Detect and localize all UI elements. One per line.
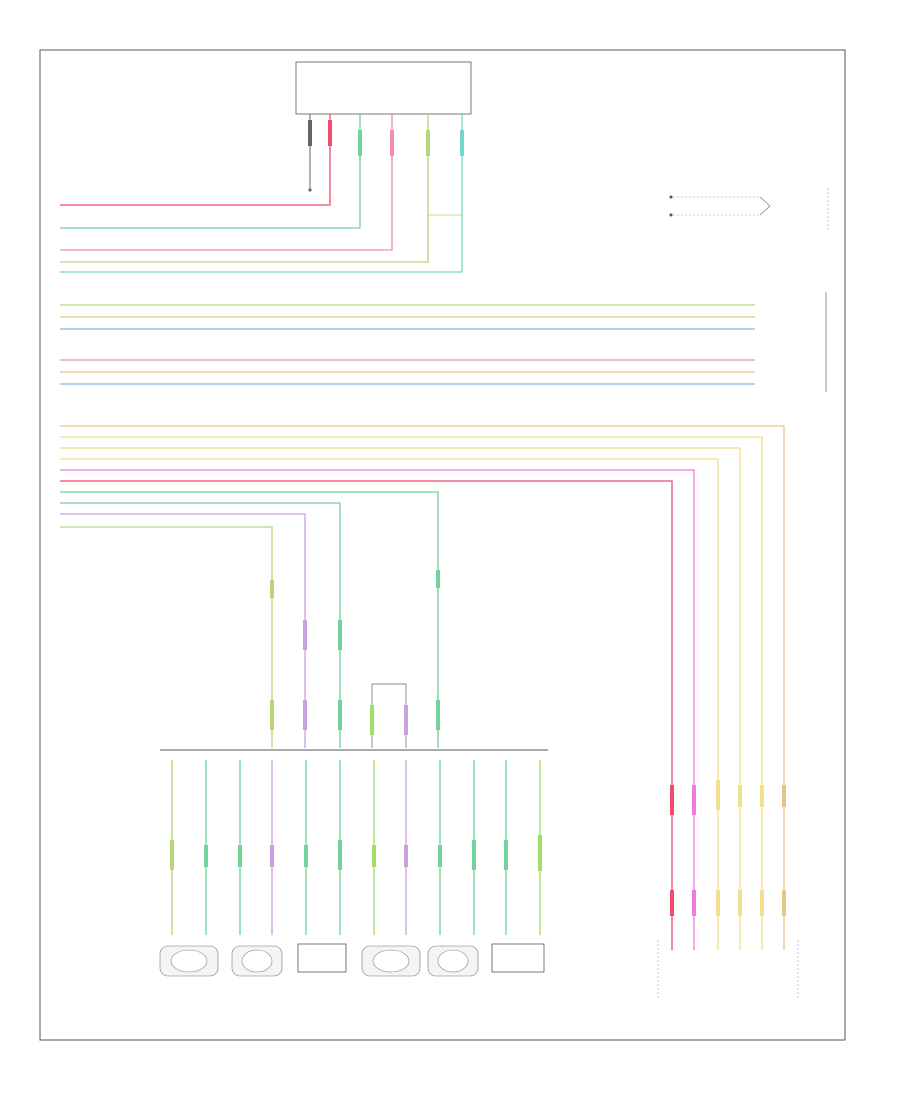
sensor-components <box>159 943 545 977</box>
sensor-2-icon <box>231 945 283 977</box>
middle-wire-group-1 <box>60 304 755 330</box>
sensor-4-icon <box>361 945 421 977</box>
sensor-6-box <box>491 943 545 973</box>
wire-marks-upper <box>270 570 440 735</box>
diagram-frame <box>39 49 846 1041</box>
sensor-3-box <box>297 943 347 973</box>
sensor-5-icon <box>427 945 479 977</box>
middle-wire-group-2 <box>60 359 755 385</box>
left-bus-wires <box>60 491 439 748</box>
right-module-bracket <box>657 940 799 1000</box>
wire-marks-lower <box>170 835 542 871</box>
right-switch-block <box>669 188 829 230</box>
top-connector-wires <box>60 114 463 273</box>
top-wire-marks <box>308 120 464 192</box>
center-label-pointer <box>371 683 407 748</box>
right-wire-marks <box>670 780 786 916</box>
sensor-drop-wires <box>171 760 541 935</box>
right-module-wires <box>60 425 785 950</box>
sensor-1-icon <box>159 945 219 977</box>
top-connector <box>295 61 472 115</box>
